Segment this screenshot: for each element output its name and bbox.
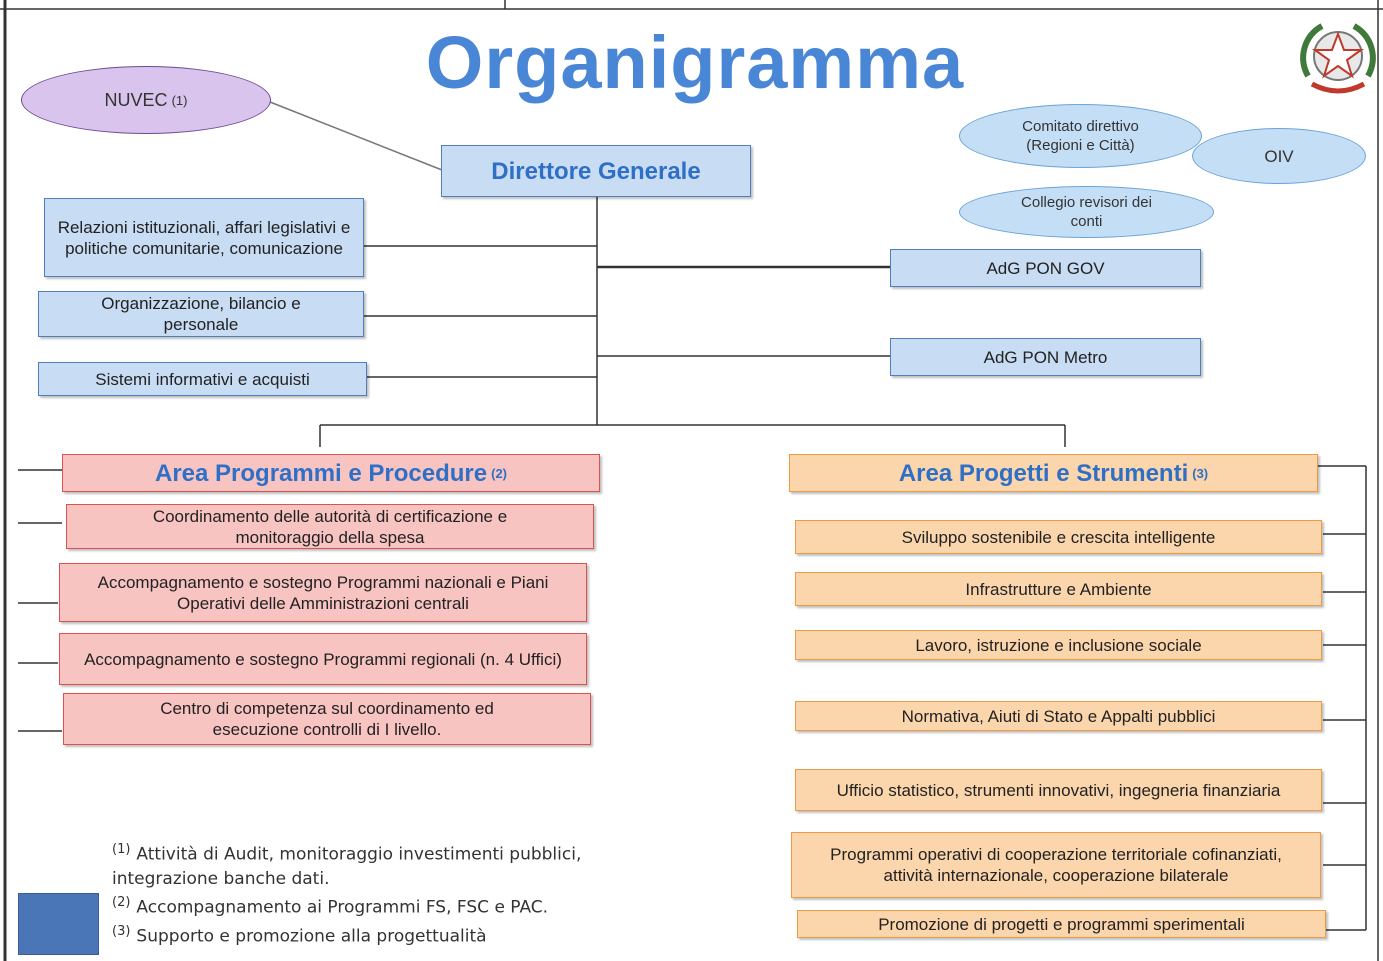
staff-unit-information-systems: Sistemi informativi e acquisti (38, 362, 367, 396)
director-general-label: Direttore Generale (491, 157, 701, 185)
area-programmi-unit: Accompagnamento e sostegno Programmi naz… (59, 563, 587, 622)
unit-label: Lavoro, istruzione e inclusione sociale (915, 635, 1202, 655)
staff-unit-label: Organizzazione, bilancio e personale (101, 294, 301, 334)
footnote-text: Accompagnamento ai Programmi FS, FSC e P… (136, 897, 549, 918)
adg-label: AdG PON GOV (986, 258, 1105, 278)
adg-pon-metro-box: AdG PON Metro (890, 338, 1201, 376)
footnote-1: (1)Attività di Audit, monitoraggio inves… (112, 838, 642, 891)
oiv-ellipse: OIV (1192, 128, 1366, 184)
area-programmi-note: (2) (491, 465, 508, 481)
nuvec-ellipse: NUVEC(1) (21, 66, 271, 134)
staff-unit-label: Relazioni istituzionali, affari legislat… (57, 217, 351, 258)
page-title: Organigramma (425, 21, 965, 104)
footnote-number: (3) (112, 924, 131, 939)
staff-unit-relations: Relazioni istituzionali, affari legislat… (44, 198, 364, 277)
area-progetti-unit: Infrastrutture e Ambiente (795, 572, 1322, 606)
unit-label: Accompagnamento e sostegno Programmi reg… (84, 649, 562, 669)
adg-pon-gov-box: AdG PON GOV (890, 249, 1201, 287)
footnote-text: Supporto e promozione alla progettualità (136, 926, 487, 947)
director-general-box: Direttore Generale (441, 145, 751, 197)
area-progetti-note: (3) (1192, 465, 1209, 481)
auditors-ellipse: Collegio revisori dei conti (959, 186, 1214, 238)
unit-label: Infrastrutture e Ambiente (965, 579, 1152, 599)
area-progetti-title: Area Progetti e Strumenti (898, 459, 1189, 487)
area-programmi-unit: Coordinamento delle autorità di certific… (66, 504, 594, 549)
area-programmi-unit: Accompagnamento e sostegno Programmi reg… (59, 633, 587, 685)
unit-label: Sviluppo sostenibile e crescita intellig… (901, 527, 1216, 547)
legend-square (18, 893, 99, 955)
unit-label: Programmi operativi di cooperazione terr… (830, 845, 1282, 885)
staff-unit-label: Sistemi informativi e acquisti (95, 369, 310, 389)
area-progetti-unit: Ufficio statistico, strumenti innovativi… (795, 769, 1322, 811)
area-progetti-heading: Area Progetti e Strumenti(3) (789, 454, 1318, 492)
area-progetti-unit: Normativa, Aiuti di Stato e Appalti pubb… (795, 701, 1322, 731)
area-programmi-heading: Area Programmi e Procedure(2) (62, 454, 600, 492)
area-progetti-unit: Lavoro, istruzione e inclusione sociale (795, 630, 1322, 660)
unit-label: Accompagnamento e sostegno Programmi naz… (97, 572, 549, 613)
committee-ellipse: Comitato direttivo (Regioni e Città) (959, 104, 1202, 168)
unit-label: Normativa, Aiuti di Stato e Appalti pubb… (901, 706, 1216, 726)
footnote-3: (3) Supporto e promozione alla progettual… (112, 920, 642, 949)
footnote-2: (2) Accompagnamento ai Programmi FS, FSC … (112, 891, 642, 920)
adg-label: AdG PON Metro (983, 347, 1108, 367)
area-progetti-unit: Promozione di progetti e programmi speri… (797, 910, 1326, 938)
unit-label: Ufficio statistico, strumenti innovativi… (836, 780, 1281, 800)
oiv-label: OIV (1264, 146, 1294, 166)
auditors-label: Collegio revisori dei conti (1021, 194, 1152, 230)
area-programmi-unit: Centro di competenza sul coordinamento e… (63, 693, 591, 745)
footnote-number: (2) (112, 895, 131, 910)
unit-label: Coordinamento delle autorità di certific… (152, 506, 508, 547)
area-progetti-unit: Programmi operativi di cooperazione terr… (791, 832, 1321, 898)
unit-label: Promozione di progetti e programmi speri… (878, 914, 1245, 934)
italian-emblem-icon (1300, 23, 1376, 94)
committee-label: Comitato direttivo (Regioni e Città) (1022, 118, 1139, 154)
unit-label: Centro di competenza sul coordinamento e… (160, 699, 494, 739)
footnote-number: (1) (112, 842, 131, 857)
staff-unit-organization: Organizzazione, bilancio e personale (38, 291, 364, 337)
area-programmi-title: Area Programmi e Procedure (154, 459, 488, 487)
nuvec-label: NUVEC (104, 89, 168, 110)
nuvec-note: (1) (171, 92, 188, 108)
area-progetti-unit: Sviluppo sostenibile e crescita intellig… (795, 520, 1322, 554)
footnote-text: Attività di Audit, monitoraggio investim… (112, 844, 582, 889)
